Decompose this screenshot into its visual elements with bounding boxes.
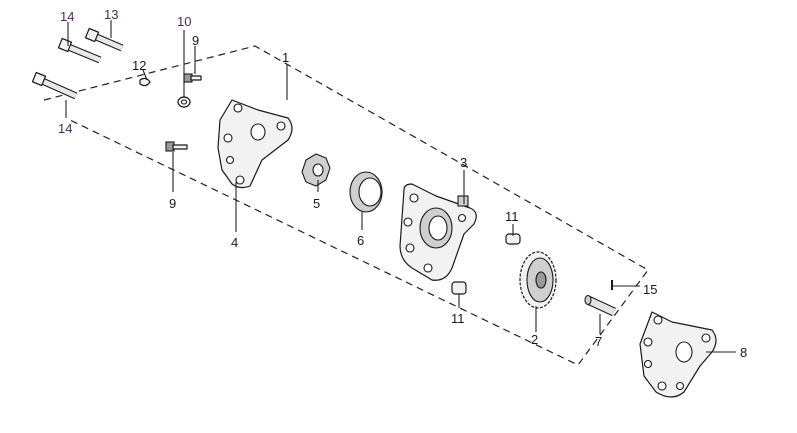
callout-12: 12 [132,58,146,73]
callout-10: 10 [177,14,191,29]
outer-rotor-6 [349,171,383,213]
leader-lines [65,20,736,353]
callout-14-top: 14 [60,9,74,24]
washer-10 [177,96,191,108]
pump-body-3 [399,183,477,281]
bolt-9-lower [165,141,188,152]
inner-rotor-5 [301,153,331,187]
cover-plate-8 [639,311,717,398]
callout-11-upper: 11 [505,209,519,224]
bolt-14-lower [31,71,78,100]
driven-gear-2 [519,251,557,309]
pin-12 [139,77,151,87]
callout-9-lower: 9 [169,196,176,211]
callout-1: 1 [282,50,289,65]
shaft-7 [584,294,616,317]
callout-8: 8 [740,345,747,360]
assembly-boundary [43,45,649,366]
callout-2: 2 [531,332,538,347]
bolt-14-upper [57,37,102,64]
bolt-9-upper [183,73,202,83]
callout-14-bottom: 14 [58,121,72,136]
callout-11-lower: 11 [451,311,465,326]
callout-13: 13 [104,7,118,22]
gasket-plate-4 [217,99,293,189]
callout-6: 6 [357,233,364,248]
callout-4: 4 [231,235,238,250]
callout-9-upper: 9 [192,33,199,48]
callout-15: 15 [643,282,657,297]
bolt-13 [84,27,124,52]
callout-5: 5 [313,196,320,211]
callout-7: 7 [595,334,602,349]
dowel-pin-11-lower [451,281,467,295]
callout-3: 3 [460,155,467,170]
